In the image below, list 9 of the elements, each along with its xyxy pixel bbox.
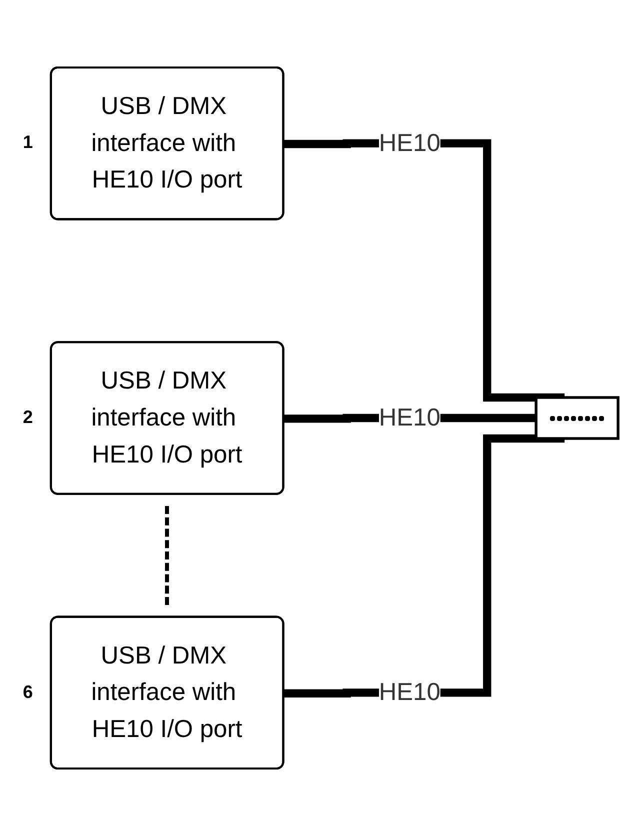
node-number: 6: [22, 682, 33, 703]
node-box: [534, 396, 620, 440]
connector: [284, 139, 565, 402]
connector: [284, 434, 565, 698]
node-number: 1: [22, 132, 33, 154]
edge-label: HE10: [378, 128, 440, 156]
edge-label: HE10: [378, 678, 440, 706]
node-number: 2: [22, 407, 33, 428]
edge-label: HE10: [378, 404, 440, 431]
